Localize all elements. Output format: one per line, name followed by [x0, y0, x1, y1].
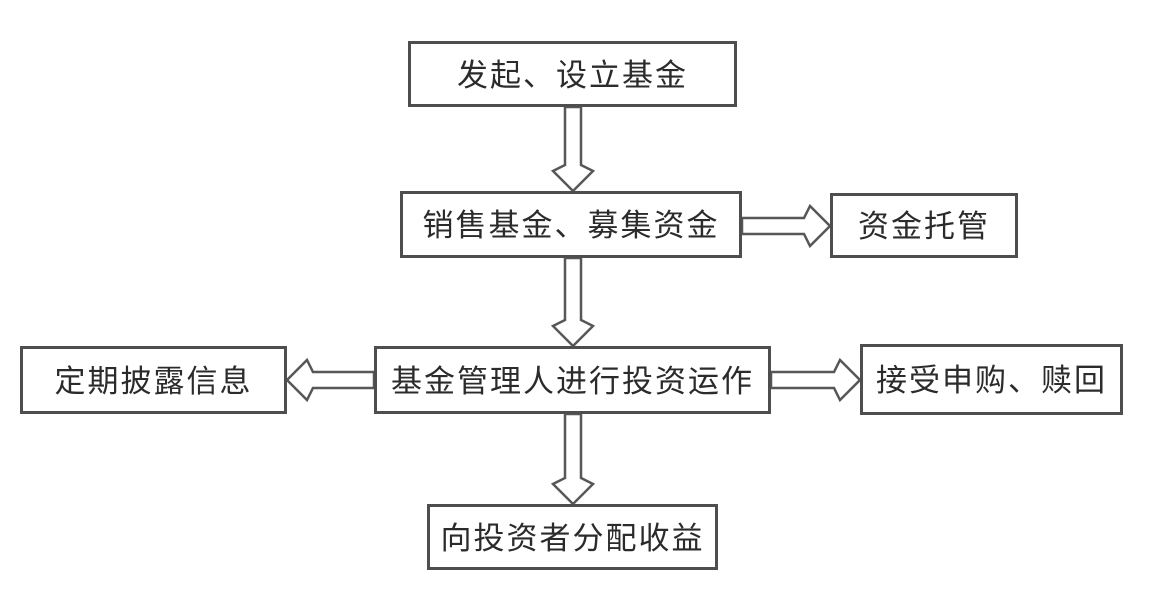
arrow-manage-to-disclose-icon	[285, 357, 376, 403]
node-periodic-disclosure-label: 定期披露信息	[54, 363, 253, 399]
node-manager-investment-operation-label: 基金管理人进行投资运作	[391, 363, 754, 399]
node-fund-custody-label: 资金托管	[858, 209, 990, 244]
arrow-sell-to-manage-icon	[550, 256, 596, 348]
node-subscription-redemption: 接受申购、赎回	[860, 344, 1123, 415]
arrow-initiate-to-sell-icon	[550, 105, 596, 193]
node-distribute-income: 向投资者分配收益	[427, 504, 718, 570]
node-subscription-redemption-label: 接受申购、赎回	[876, 363, 1107, 398]
node-sell-raise-capital-label: 销售基金、募集资金	[422, 208, 720, 243]
node-periodic-disclosure: 定期披露信息	[20, 346, 287, 414]
node-distribute-income-label: 向投资者分配收益	[440, 520, 705, 556]
node-initiate-fund-label: 发起、设立基金	[457, 57, 688, 93]
node-sell-raise-capital: 销售基金、募集资金	[400, 191, 742, 258]
node-initiate-fund: 发起、设立基金	[408, 41, 737, 107]
arrow-manage-to-redeem-icon	[769, 357, 862, 403]
arrow-sell-to-custody-icon	[740, 203, 832, 249]
node-fund-custody: 资金托管	[830, 193, 1018, 258]
arrow-manage-to-distribute-icon	[550, 412, 596, 506]
node-manager-investment-operation: 基金管理人进行投资运作	[374, 346, 771, 414]
